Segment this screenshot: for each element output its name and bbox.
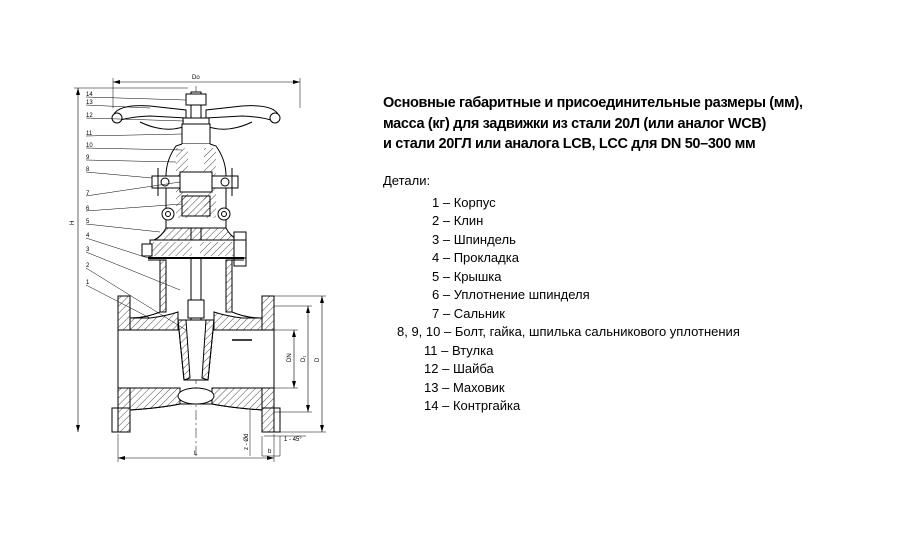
bushing bbox=[181, 123, 211, 145]
bonnet bbox=[153, 227, 239, 241]
part-number: 11 bbox=[424, 343, 438, 358]
lock-nut bbox=[185, 93, 207, 106]
valve-drawing: 14 13 12 11 10 9 8 7 6 5 4 3 2 1 Do H L … bbox=[70, 75, 326, 462]
part-number: 1 bbox=[432, 195, 440, 210]
callout-11: 11 bbox=[86, 131, 93, 137]
part-separator: – bbox=[439, 250, 454, 265]
dim-chamfer-label: 1 - 45° bbox=[284, 437, 302, 443]
callout-6: 6 bbox=[86, 206, 90, 212]
heading-line-1: Основные габаритные и присоединительные … bbox=[383, 95, 803, 111]
part-name: Корпус bbox=[453, 195, 496, 210]
callout-8: 8 bbox=[86, 167, 90, 173]
part-item: 3 – Шпиндель bbox=[432, 232, 516, 248]
dim-h-label: H bbox=[70, 221, 76, 225]
details-label: Детали: bbox=[383, 173, 431, 188]
part-name: Клин bbox=[453, 213, 484, 228]
part-name: Контргайка bbox=[452, 398, 521, 413]
part-separator: – bbox=[437, 343, 452, 358]
callout-4: 4 bbox=[86, 233, 90, 239]
dim-do-label: Do bbox=[192, 75, 200, 81]
washer bbox=[182, 117, 210, 125]
part-number: 12 bbox=[424, 361, 439, 376]
part-item: 6 – Уплотнение шпинделя bbox=[432, 287, 590, 303]
part-item: 12 – Шайба bbox=[424, 361, 494, 377]
part-item: 13 – Маховик bbox=[424, 380, 505, 396]
part-number: 14 bbox=[424, 398, 439, 413]
part-number: 2 bbox=[432, 213, 440, 228]
gland bbox=[179, 171, 213, 193]
part-name: Маховик bbox=[452, 380, 505, 395]
dim-d-label: D bbox=[315, 357, 321, 362]
heading-line-3: и стали 20ГЛ или аналога LCB, LCC для DN… bbox=[383, 136, 756, 152]
callout-9: 9 bbox=[86, 155, 90, 161]
dim-d1-label: D₁ bbox=[301, 356, 307, 362]
callout-3: 3 bbox=[86, 247, 90, 253]
dim-dn-label: DN bbox=[287, 353, 293, 362]
part-number: 4 bbox=[432, 250, 440, 265]
part-separator: – bbox=[439, 269, 454, 284]
part-name: Крышка bbox=[453, 269, 502, 284]
handwheel bbox=[113, 105, 187, 123]
body-bolt-left bbox=[141, 243, 153, 257]
part-number: 8, 9, 10 bbox=[397, 324, 441, 339]
part-separator: – bbox=[440, 324, 455, 339]
part-separator: – bbox=[439, 232, 454, 247]
dim-holes-label: z - Ød bbox=[244, 434, 250, 450]
part-separator: – bbox=[439, 287, 454, 302]
part-number: 5 bbox=[432, 269, 440, 284]
part-name: Болт, гайка, шпилька сальникового уплотн… bbox=[454, 324, 740, 339]
callout-14: 14 bbox=[86, 92, 93, 98]
part-name: Уплотнение шпинделя bbox=[453, 287, 590, 302]
part-separator: – bbox=[439, 195, 454, 210]
part-separator: – bbox=[438, 361, 453, 376]
part-item: 1 – Корпус bbox=[432, 195, 496, 211]
part-item: 5 – Крышка bbox=[432, 269, 501, 285]
callout-12: 12 bbox=[86, 113, 93, 119]
part-name: Сальник bbox=[453, 306, 505, 321]
part-item: 14 – Контргайка bbox=[424, 398, 520, 414]
dim-b-label: b bbox=[268, 449, 272, 455]
dim-l-label: L bbox=[194, 451, 198, 457]
callout-5: 5 bbox=[86, 219, 90, 225]
heading-line-2: масса (кг) для задвижки из стали 20Л (ил… bbox=[383, 115, 766, 132]
packing bbox=[181, 195, 211, 217]
callout-10: 10 bbox=[86, 143, 93, 149]
part-separator: – bbox=[439, 213, 454, 228]
page-heading: Основные габаритные и присоединительные … bbox=[383, 93, 803, 155]
part-number: 3 bbox=[432, 232, 440, 247]
part-number: 7 bbox=[432, 306, 440, 321]
part-number: 6 bbox=[432, 287, 440, 302]
callout-2: 2 bbox=[86, 263, 90, 269]
part-item: 4 – Прокладка bbox=[432, 250, 519, 266]
part-separator: – bbox=[438, 398, 453, 413]
part-number: 13 bbox=[424, 380, 439, 395]
callout-leaders bbox=[85, 96, 187, 331]
part-name: Шайба bbox=[452, 361, 494, 376]
callout-1: 1 bbox=[86, 280, 90, 286]
part-item: 11 – Втулка bbox=[424, 343, 493, 359]
callout-numbers: 14 13 12 11 10 9 8 7 6 5 4 3 2 1 Do H L … bbox=[70, 75, 321, 457]
callout-7: 7 bbox=[86, 191, 90, 197]
part-name: Прокладка bbox=[453, 250, 519, 265]
part-separator: – bbox=[438, 380, 453, 395]
part-name: Шпиндель bbox=[453, 232, 516, 247]
part-item: 8, 9, 10 – Болт, гайка, шпилька сальнико… bbox=[397, 324, 740, 340]
part-name: Втулка bbox=[451, 343, 494, 358]
callout-13: 13 bbox=[86, 100, 93, 106]
part-separator: – bbox=[439, 306, 454, 321]
part-item: 7 – Сальник bbox=[432, 306, 505, 322]
part-item: 2 – Клин bbox=[432, 213, 483, 229]
